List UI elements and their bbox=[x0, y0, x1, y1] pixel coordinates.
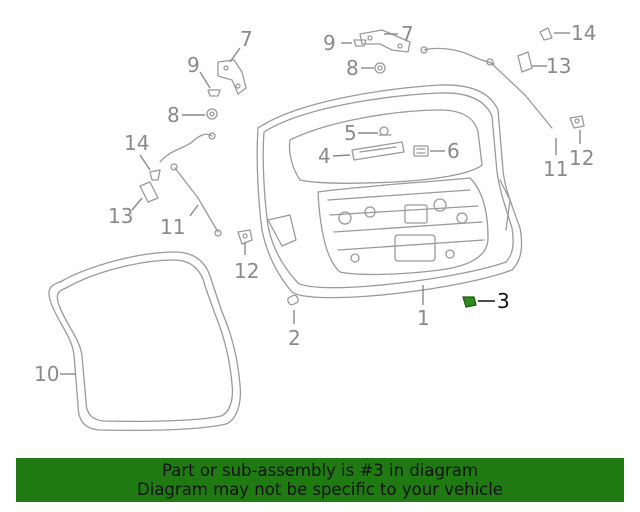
callout-3: 3 bbox=[497, 289, 510, 313]
callout-13-left: 13 bbox=[108, 204, 133, 228]
banner-line-disclaimer: Diagram may not be specific to your vehi… bbox=[137, 480, 503, 499]
bracket-part-13b bbox=[517, 51, 533, 73]
garnish-part bbox=[351, 141, 405, 161]
callout-7-right: 7 bbox=[401, 22, 414, 46]
nut-part-8b bbox=[374, 62, 386, 74]
callout-8-left: 8 bbox=[167, 103, 180, 127]
clip-part-14b bbox=[539, 27, 553, 41]
hinge-left bbox=[217, 59, 247, 95]
callout-8-right: 8 bbox=[346, 56, 359, 80]
stud-part-12b bbox=[569, 115, 585, 129]
callout-6: 6 bbox=[447, 139, 460, 163]
clip-part-6 bbox=[413, 145, 429, 157]
callout-11-left: 11 bbox=[160, 215, 185, 239]
liftgate-part bbox=[256, 84, 523, 299]
clip-part-14a bbox=[149, 169, 161, 181]
banner-line-part: Part or sub-assembly is #3 in diagram bbox=[162, 461, 478, 480]
weatherstrip-part bbox=[48, 251, 242, 431]
highlighted-part-3 bbox=[462, 296, 477, 308]
callout-4: 4 bbox=[318, 144, 331, 168]
bolt-part-9b bbox=[353, 39, 367, 47]
callout-14-left: 14 bbox=[124, 131, 149, 155]
callout-11-right: 11 bbox=[543, 157, 568, 181]
bracket-part-13a bbox=[139, 181, 159, 203]
callout-2: 2 bbox=[288, 326, 301, 350]
bumper-part-2 bbox=[287, 294, 299, 306]
info-banner: Part or sub-assembly is #3 in diagram Di… bbox=[16, 458, 624, 502]
callout-1: 1 bbox=[417, 306, 430, 330]
callout-7-left: 7 bbox=[240, 27, 253, 51]
gas-strut-left bbox=[159, 132, 222, 237]
bolt-part-9a bbox=[207, 89, 221, 97]
nut-part-8a bbox=[206, 108, 218, 120]
callout-5: 5 bbox=[344, 121, 357, 145]
callout-labels: 1 2 3 4 5 6 7 7 8 8 9 9 10 11 11 12 12 1… bbox=[34, 21, 596, 386]
callout-14-right: 14 bbox=[571, 21, 596, 45]
callout-9-right: 9 bbox=[323, 31, 336, 55]
callout-13-right: 13 bbox=[546, 54, 571, 78]
hinge-right bbox=[359, 29, 411, 53]
leader-lines bbox=[60, 32, 581, 375]
callout-9-left: 9 bbox=[187, 53, 200, 77]
gas-strut-right bbox=[420, 46, 553, 129]
callout-12-right: 12 bbox=[569, 146, 594, 170]
parts-diagram: 1 2 3 4 5 6 7 7 8 8 9 9 10 11 11 12 12 1… bbox=[34, 21, 596, 431]
callout-10: 10 bbox=[34, 362, 59, 386]
stud-part-12a bbox=[237, 229, 253, 245]
bolt-part-5 bbox=[378, 126, 392, 136]
callout-12-left: 12 bbox=[234, 259, 259, 283]
